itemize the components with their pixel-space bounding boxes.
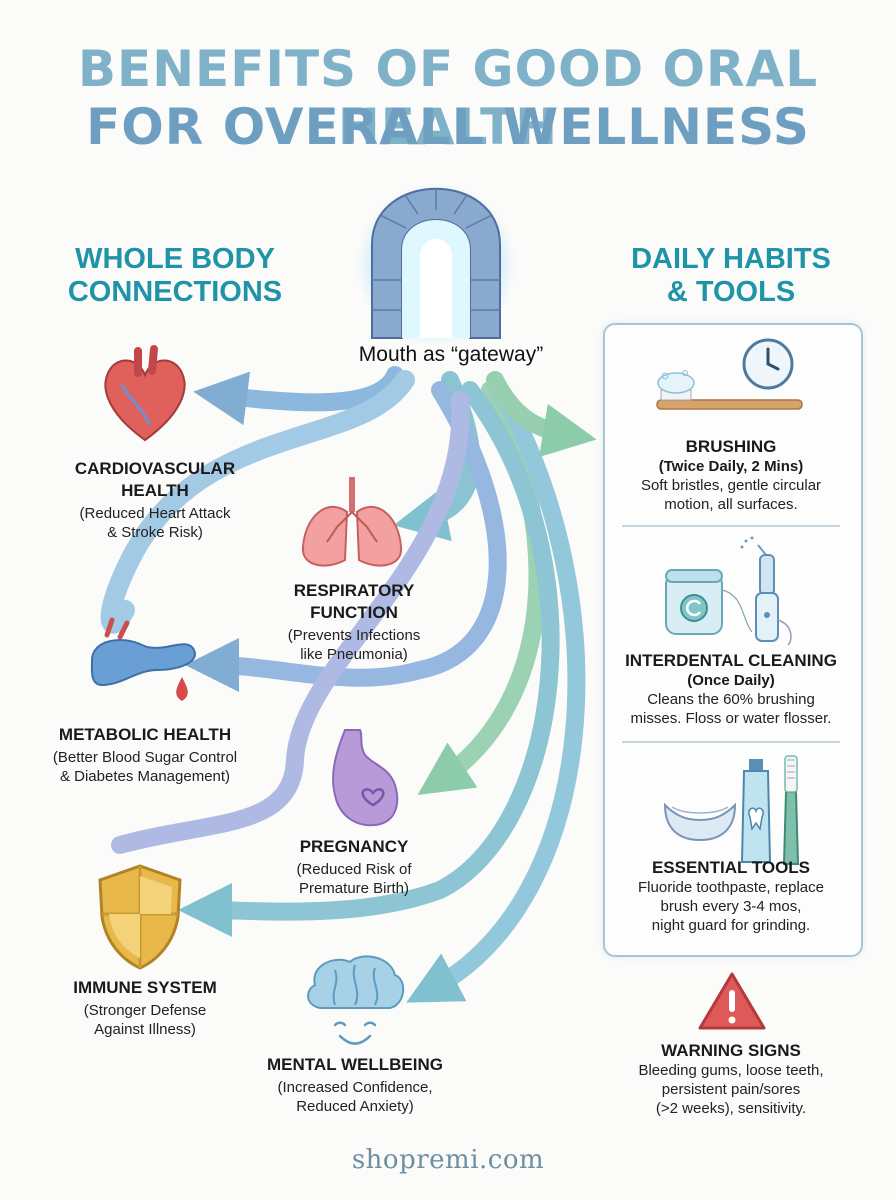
toothpaste-icon [740, 759, 772, 863]
connection-immune: IMMUNE SYSTEM (Stronger Defense Against … [73, 978, 217, 1038]
toothbrush-icon [656, 370, 803, 410]
gateway-arch-icon [356, 183, 516, 347]
pregnancy-icon [332, 729, 399, 827]
flow-arrow-cardio [193, 366, 404, 426]
flow-arrow-metabolic [185, 381, 507, 693]
footer-site-link[interactable]: shopremi.com [351, 1145, 545, 1175]
habit-tools: ESSENTIAL TOOLS Fluoride toothpaste, rep… [638, 858, 824, 934]
connection-metabolic: METABOLIC HEALTH (Better Blood Sugar Con… [52, 725, 238, 785]
lungs-icon [301, 477, 403, 567]
page-title-line-1: BENEFITS OF GOOD ORAL HEALTH [77, 40, 819, 156]
shield-icon [98, 864, 182, 970]
connection-mental: MENTAL WELLBEING (Increased Confidence, … [267, 1055, 443, 1115]
brain-icon [307, 955, 405, 1045]
panel-divider-2 [622, 741, 840, 743]
flow-arrow-immune [178, 381, 560, 938]
night-guard-icon [663, 802, 737, 842]
habit-interdental: INTERDENTAL CLEANING (Once Daily) Cleans… [625, 651, 837, 727]
warning-signs: WARNING SIGNS Bleeding gums, loose teeth… [638, 1041, 824, 1117]
flow-arrow-mental [406, 381, 586, 1003]
page-title-line-2: FOR OVERALL WELLNESS [86, 98, 810, 156]
toothbrush-icon [782, 755, 800, 865]
floss-icon [665, 569, 753, 635]
clock-icon [742, 338, 794, 390]
connection-respiratory: RESPIRATORY FUNCTION (Prevents Infection… [287, 581, 421, 663]
habits-panel [603, 323, 863, 957]
flow-stream-left-lower [111, 391, 470, 854]
gateway-label: Mouth as “gateway” [358, 343, 544, 366]
heart-icon [104, 345, 186, 442]
habit-brushing: BRUSHING (Twice Daily, 2 Mins) Soft bris… [640, 437, 822, 513]
connection-pregnancy: PREGNANCY (Reduced Risk of Premature Bir… [296, 837, 412, 897]
panel-divider-1 [622, 525, 840, 527]
pancreas-icon [90, 617, 196, 701]
warning-icon [698, 972, 766, 1030]
flow-arrow-brushing [486, 371, 597, 458]
connection-cardio: CARDIOVASCULAR HEALTH (Reduced Heart Att… [74, 459, 236, 541]
water-flosser-icon [740, 536, 792, 646]
left-section-header: WHOLE BODY CONNECTIONS [67, 243, 283, 308]
right-section-header: DAILY HABITS & TOOLS [631, 243, 831, 308]
